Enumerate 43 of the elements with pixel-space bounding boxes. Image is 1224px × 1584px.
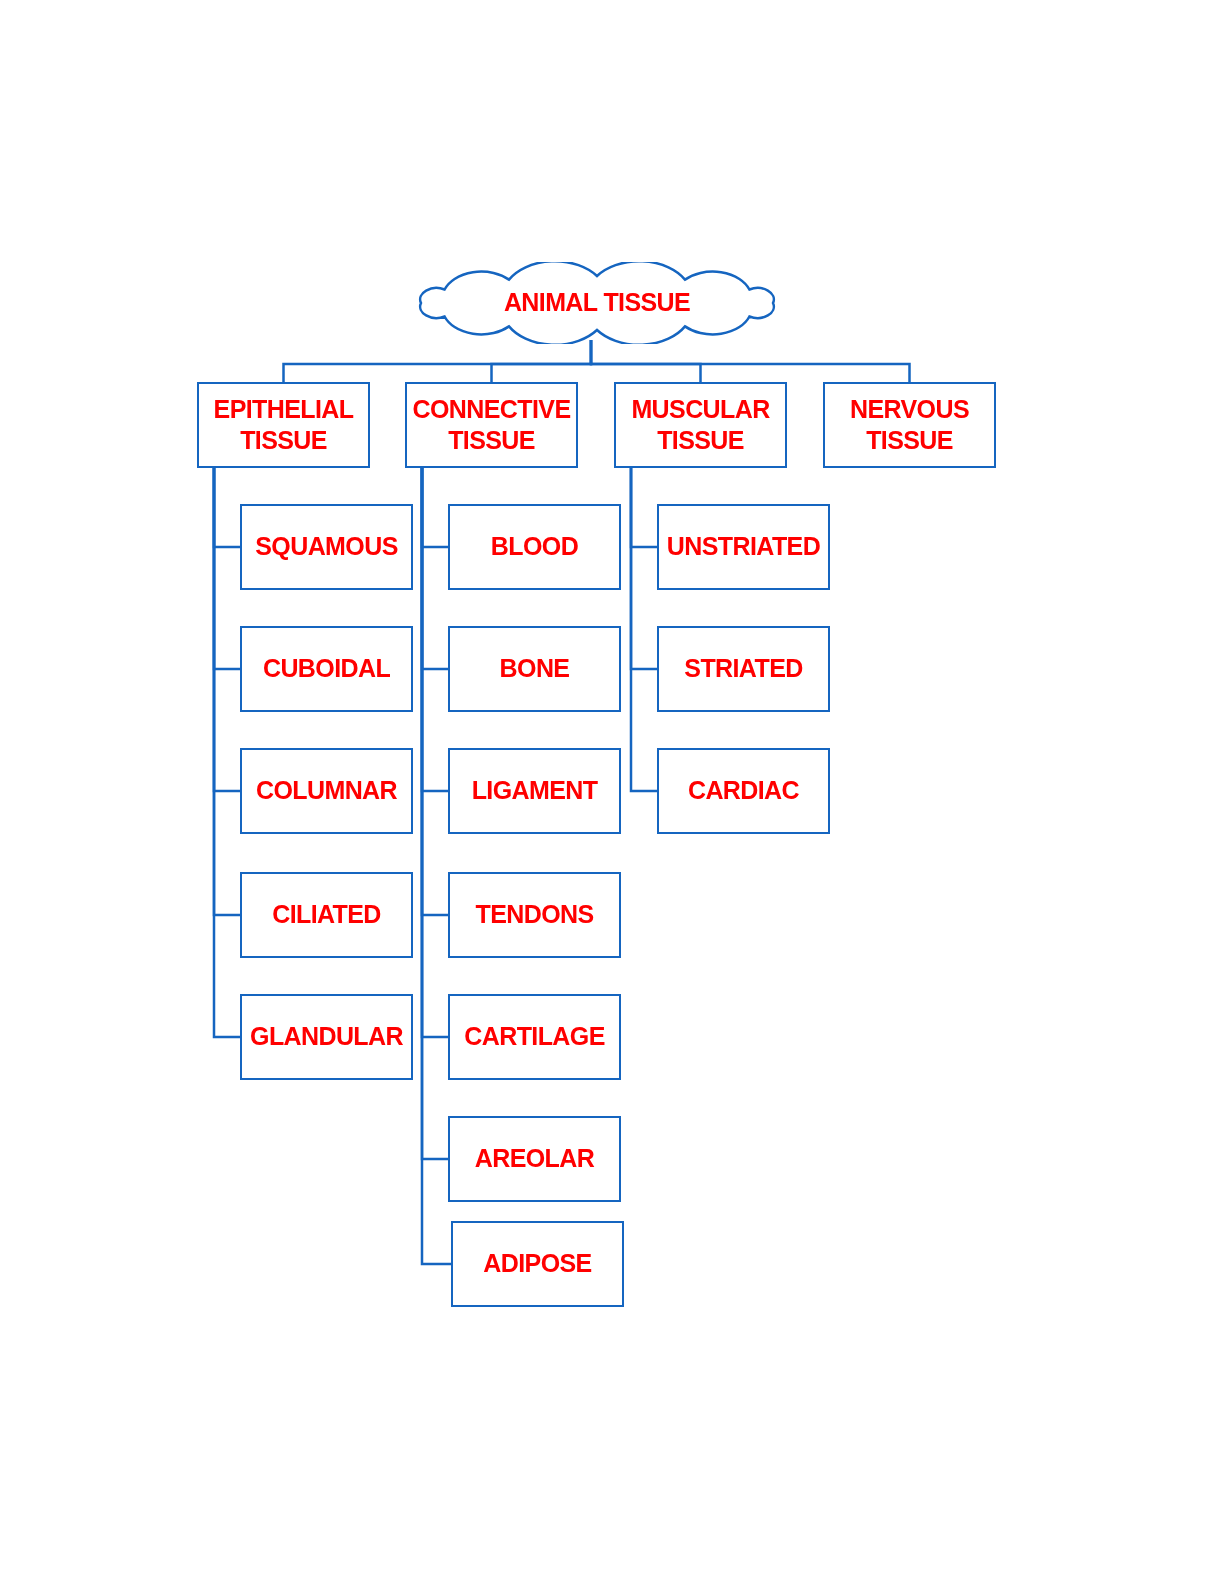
node-label: UNSTRIATED — [666, 531, 821, 563]
node-label: CUBOIDAL — [262, 653, 391, 685]
node-label: ANIMAL TISSUE — [503, 287, 691, 319]
category-box — [657, 626, 830, 712]
category-box — [240, 994, 413, 1080]
category-box — [240, 748, 413, 834]
node-label: GLANDULAR — [250, 1021, 403, 1053]
node-label: COLUMNAR — [256, 775, 397, 807]
node-label: STRIATED — [684, 653, 803, 685]
category-box — [451, 1221, 624, 1307]
category-box — [448, 872, 621, 958]
category-box — [657, 748, 830, 834]
connector-line — [212, 468, 240, 1039]
category-box — [614, 382, 787, 468]
node-label: CONNECTIVE TISSUE — [411, 393, 572, 456]
node-label: LIGAMENT — [471, 775, 598, 807]
connector-line — [589, 340, 911, 382]
node-label: TENDONS — [475, 899, 594, 931]
category-box — [448, 748, 621, 834]
node-label: EPITHELIAL TISSUE — [212, 393, 355, 456]
category-box — [657, 504, 830, 590]
node-label: MUSCULAR TISSUE — [630, 393, 771, 456]
category-box — [240, 872, 413, 958]
category-box — [240, 504, 413, 590]
node-label: CILIATED — [272, 899, 381, 931]
connector-line — [629, 468, 657, 793]
node-label: BONE — [499, 653, 570, 685]
category-box — [240, 626, 413, 712]
node-label: AREOLAR — [474, 1143, 595, 1175]
category-box — [448, 994, 621, 1080]
connector-line — [420, 468, 451, 1266]
node-label: CARDIAC — [687, 775, 800, 807]
category-box — [197, 382, 370, 468]
category-box — [823, 382, 996, 468]
category-box — [405, 382, 578, 468]
node-label: BLOOD — [490, 531, 579, 563]
category-box — [448, 504, 621, 590]
node-label: SQUAMOUS — [255, 531, 398, 563]
category-box — [448, 626, 621, 712]
category-box — [448, 1116, 621, 1202]
node-label: CARTILAGE — [464, 1021, 605, 1053]
node-label: ADIPOSE — [483, 1248, 592, 1280]
node-label: NERVOUS TISSUE — [849, 393, 970, 456]
